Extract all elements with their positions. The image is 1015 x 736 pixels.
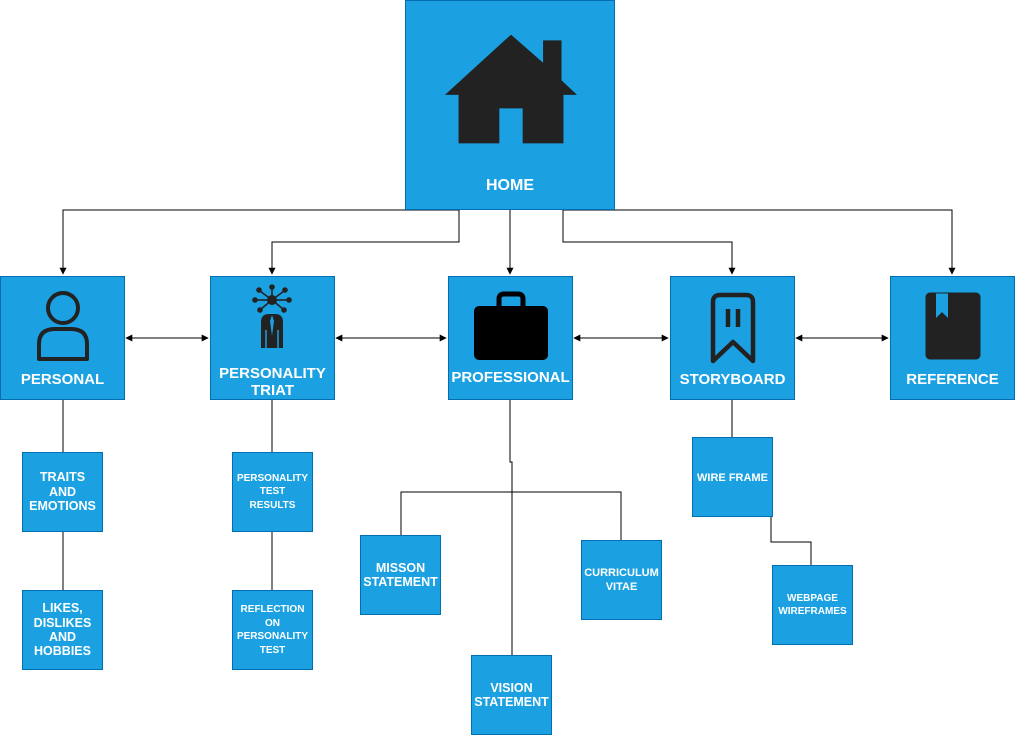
home-node: HOME <box>405 0 615 210</box>
cv-label: CURRICULUM VITAE <box>584 566 659 593</box>
home-label: HOME <box>486 177 534 194</box>
professional-node: PROFESSIONAL <box>448 276 573 400</box>
traits-label: TRAITS AND EMOTIONS <box>29 470 96 514</box>
edge-professional-branch <box>400 491 622 540</box>
reflection-node: REFLECTION ON PERSONALITY TEST <box>232 590 313 670</box>
reference-node: REFERENCE <box>890 276 1015 400</box>
mission-node: MISSON STATEMENT <box>360 535 441 615</box>
vision-label: VISION STATEMENT <box>474 680 549 709</box>
test-results-label: PERSONALITY TEST RESULTS <box>236 472 309 511</box>
personality-node: PERSONALITY TRIAT <box>210 276 335 400</box>
briefcase-icon <box>474 291 548 360</box>
network-person-icon <box>252 284 292 348</box>
test-results-node: PERSONALITY TEST RESULTS <box>232 452 313 532</box>
professional-label: PROFESSIONAL <box>451 369 570 386</box>
traits-node: TRAITS AND EMOTIONS <box>22 452 103 532</box>
webpage-wireframes-label: WEBPAGE WIREFRAMES <box>778 592 847 618</box>
bookmark-icon <box>710 292 756 364</box>
edge-home-personality <box>268 210 460 275</box>
personality-label: PERSONALITY TRIAT <box>219 365 326 400</box>
reflection-label: REFLECTION ON PERSONALITY TEST <box>236 604 309 656</box>
wireframe-node: WIRE FRAME <box>692 437 773 517</box>
edge-home-personal <box>59 209 459 275</box>
wireframe-label: WIRE FRAME <box>697 472 768 484</box>
edge-home-reference <box>563 209 956 275</box>
personal-label: PERSONAL <box>20 371 105 388</box>
edge-professional-vision <box>509 400 513 655</box>
vision-node: VISION STATEMENT <box>471 655 552 735</box>
edge-wireframe-webpage <box>770 516 812 565</box>
personal-node: PERSONAL <box>0 276 125 400</box>
storyboard-node: STORYBOARD <box>670 276 795 400</box>
book-icon <box>925 292 981 360</box>
likes-node: LIKES, DISLIKES AND HOBBIES <box>22 590 103 670</box>
edge-home-storyboard <box>562 210 736 275</box>
mission-label: MISSON STATEMENT <box>363 560 438 589</box>
house-icon <box>444 34 578 144</box>
webpage-wireframes-node: WEBPAGE WIREFRAMES <box>772 565 853 645</box>
storyboard-label: STORYBOARD <box>679 371 786 388</box>
reference-label: REFERENCE <box>906 371 999 388</box>
likes-label: LIKES, DISLIKES AND HOBBIES <box>33 601 92 659</box>
cv-node: CURRICULUM VITAE <box>581 540 662 620</box>
user-icon <box>37 291 89 361</box>
